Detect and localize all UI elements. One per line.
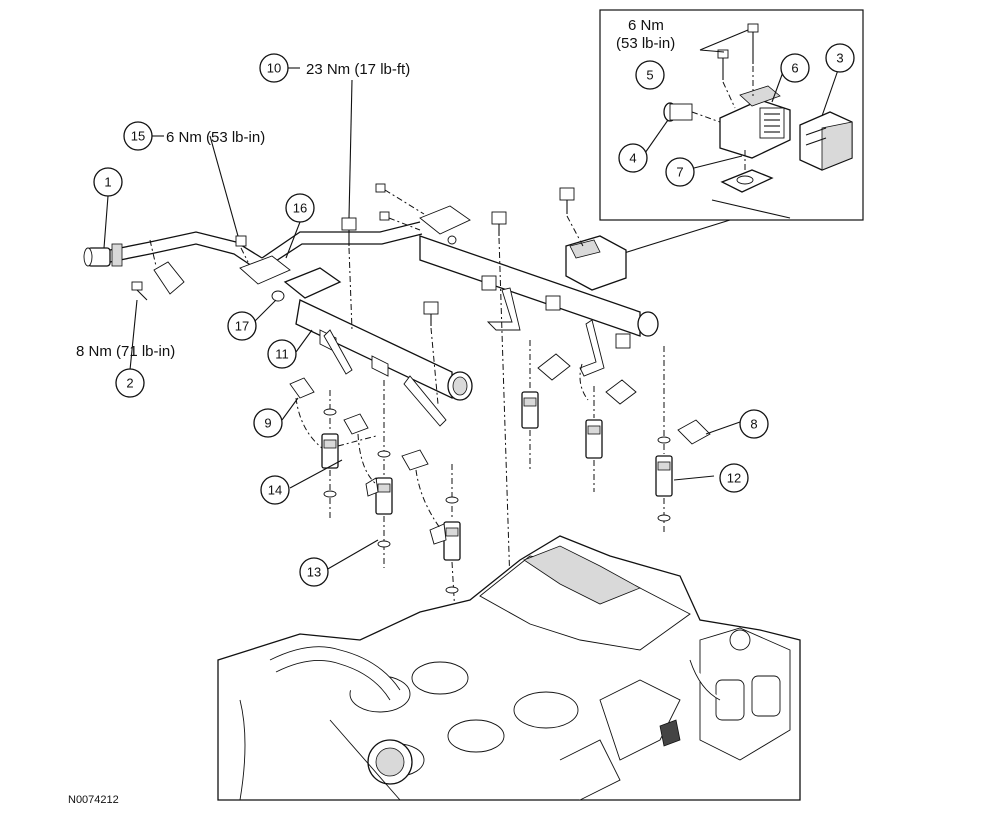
callout-15: 15 6 Nm (53 lb-in): [123, 121, 265, 151]
callout-11: 11: [267, 339, 297, 369]
callout-7: 7: [665, 157, 695, 187]
svg-text:17: 17: [235, 319, 249, 334]
figure-id: N0074212: [68, 794, 119, 806]
svg-text:11: 11: [275, 347, 289, 362]
fuel-injector: [321, 390, 339, 520]
fuel-injector: [429, 464, 461, 615]
fuel-rail-left: [239, 255, 473, 427]
callout-3: 3: [825, 43, 855, 73]
callout-10: 10 23 Nm (17 lb-ft): [259, 53, 410, 83]
svg-text:13: 13: [307, 565, 321, 580]
svg-text:2: 2: [126, 376, 133, 391]
fuel-injector: [655, 346, 711, 534]
screw-inset: [717, 23, 759, 109]
callout-6: 6: [780, 53, 810, 83]
bolt-15: [235, 235, 249, 263]
svg-text:12: 12: [727, 471, 741, 486]
svg-text:6 Nm (53 lb-in): 6 Nm (53 lb-in): [166, 129, 265, 146]
fuel-rail-right: [419, 205, 659, 377]
callout-5: 6 Nm (53 lb-in) 5: [616, 17, 675, 90]
svg-text:15: 15: [131, 129, 145, 144]
connector-inset: [799, 111, 853, 171]
fitting-inset: [663, 102, 721, 123]
svg-text:10: 10: [267, 61, 281, 76]
fuel-supply-tube: [83, 221, 423, 271]
svg-text:(53 lb-in): (53 lb-in): [616, 35, 675, 52]
svg-text:3: 3: [836, 51, 843, 66]
svg-text:16: 16: [293, 201, 307, 216]
callout-16: 16: [285, 193, 315, 223]
svg-text:14: 14: [268, 483, 282, 498]
svg-text:6: 6: [791, 61, 798, 76]
callout-9: 9: [253, 408, 283, 438]
callout-14: 14: [260, 475, 290, 505]
svg-text:6 Nm: 6 Nm: [628, 17, 664, 34]
inset-detail-box: [599, 9, 864, 221]
retaining-clip: [149, 239, 185, 295]
svg-text:7: 7: [676, 165, 683, 180]
callout-1: 1: [93, 167, 123, 197]
gasket-inset: [711, 150, 791, 219]
pressure-sensor-inset: [719, 85, 791, 159]
callout-17: 17: [227, 311, 257, 341]
fuel-injector: [521, 340, 571, 470]
callout-2: 8 Nm (71 lb-in) 2: [76, 343, 175, 398]
svg-text:23 Nm (17 lb-ft): 23 Nm (17 lb-ft): [306, 61, 410, 78]
fuel-injector: [579, 363, 637, 492]
injector-connector: [289, 377, 441, 529]
fuel-injector: [365, 380, 393, 568]
svg-text:5: 5: [646, 68, 653, 83]
svg-text:4: 4: [629, 151, 636, 166]
callout-8: 8: [739, 409, 769, 439]
svg-text:1: 1: [104, 175, 111, 190]
svg-text:9: 9: [264, 416, 271, 431]
callout-4: 4: [618, 143, 648, 173]
callout-13: 13: [299, 557, 329, 587]
leader-lines: [103, 67, 741, 571]
svg-text:8 Nm (71 lb-in): 8 Nm (71 lb-in): [76, 343, 175, 360]
callout-12: 12: [719, 463, 749, 493]
engine-block: [217, 535, 801, 801]
bolt-2: [131, 281, 148, 301]
svg-text:8: 8: [750, 417, 757, 432]
